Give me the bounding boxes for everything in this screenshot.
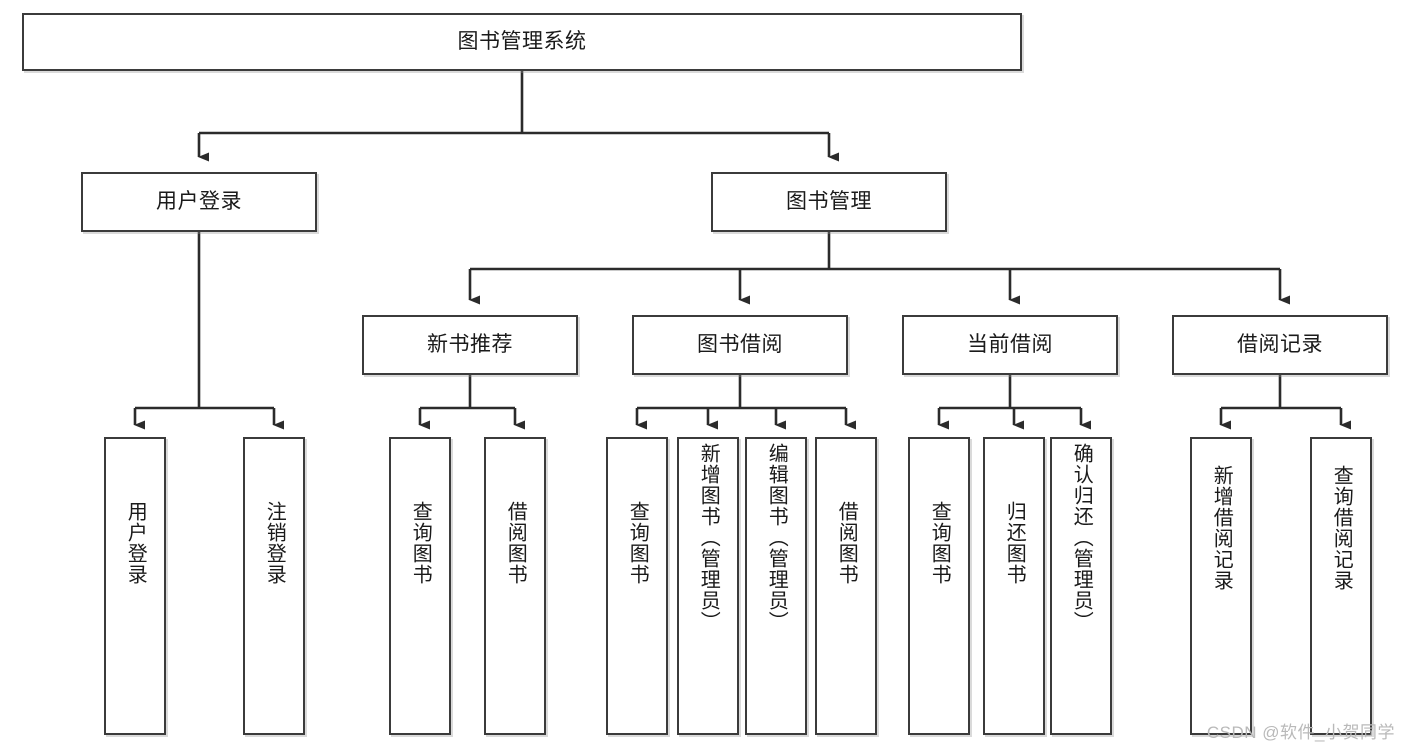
node-new-book-rec[interactable]: 新书推荐 bbox=[362, 315, 578, 375]
node-leaf-user-login[interactable]: 用户登录 bbox=[104, 437, 166, 735]
node-leaf-logout-login-label: 注销登录 bbox=[263, 501, 286, 585]
node-leaf-borrow-book-borrow[interactable]: 借阅图书 bbox=[815, 437, 877, 735]
node-book-borrow-label: 图书借阅 bbox=[697, 333, 783, 357]
node-leaf-edit-book-admin[interactable]: 编辑图书（管理员） bbox=[745, 437, 807, 735]
node-current-borrow[interactable]: 当前借阅 bbox=[902, 315, 1118, 375]
node-leaf-confirm-return-admin[interactable]: 确认归还（管理员） bbox=[1050, 437, 1112, 735]
node-user-login-label: 用户登录 bbox=[156, 190, 242, 214]
node-root-system-label: 图书管理系统 bbox=[457, 30, 587, 54]
node-leaf-add-borrow-record-label: 新增借阅记录 bbox=[1210, 465, 1233, 591]
node-leaf-borrow-book-borrow-label: 借阅图书 bbox=[835, 501, 858, 585]
node-leaf-user-login-label: 用户登录 bbox=[124, 501, 147, 585]
node-leaf-edit-book-admin-label: 编辑图书（管理员） bbox=[765, 443, 788, 632]
node-leaf-add-borrow-record[interactable]: 新增借阅记录 bbox=[1190, 437, 1252, 735]
node-leaf-query-borrow-record[interactable]: 查询借阅记录 bbox=[1310, 437, 1372, 735]
node-leaf-add-book-admin[interactable]: 新增图书（管理员） bbox=[677, 437, 739, 735]
node-leaf-add-book-admin-label: 新增图书（管理员） bbox=[697, 443, 720, 632]
node-leaf-logout-login[interactable]: 注销登录 bbox=[243, 437, 305, 735]
node-leaf-query-book-cur-label: 查询图书 bbox=[928, 501, 951, 585]
node-new-book-rec-label: 新书推荐 bbox=[427, 333, 513, 357]
node-leaf-borrow-book-rec[interactable]: 借阅图书 bbox=[484, 437, 546, 735]
node-current-borrow-label: 当前借阅 bbox=[967, 333, 1053, 357]
node-user-login[interactable]: 用户登录 bbox=[81, 172, 317, 232]
node-leaf-query-book-rec[interactable]: 查询图书 bbox=[389, 437, 451, 735]
node-borrow-record[interactable]: 借阅记录 bbox=[1172, 315, 1388, 375]
node-book-borrow[interactable]: 图书借阅 bbox=[632, 315, 848, 375]
node-leaf-borrow-book-rec-label: 借阅图书 bbox=[504, 501, 527, 585]
node-leaf-return-book[interactable]: 归还图书 bbox=[983, 437, 1045, 735]
node-leaf-return-book-label: 归还图书 bbox=[1003, 501, 1026, 585]
node-root-system[interactable]: 图书管理系统 bbox=[22, 13, 1022, 71]
node-leaf-query-book-cur[interactable]: 查询图书 bbox=[908, 437, 970, 735]
node-book-manage-label: 图书管理 bbox=[786, 190, 872, 214]
node-leaf-query-book-rec-label: 查询图书 bbox=[409, 501, 432, 585]
node-book-manage[interactable]: 图书管理 bbox=[711, 172, 947, 232]
node-leaf-query-borrow-record-label: 查询借阅记录 bbox=[1330, 465, 1353, 591]
node-borrow-record-label: 借阅记录 bbox=[1237, 333, 1323, 357]
node-leaf-confirm-return-admin-label: 确认归还（管理员） bbox=[1070, 443, 1093, 632]
node-leaf-query-book-borrow[interactable]: 查询图书 bbox=[606, 437, 668, 735]
node-leaf-query-book-borrow-label: 查询图书 bbox=[626, 501, 649, 585]
